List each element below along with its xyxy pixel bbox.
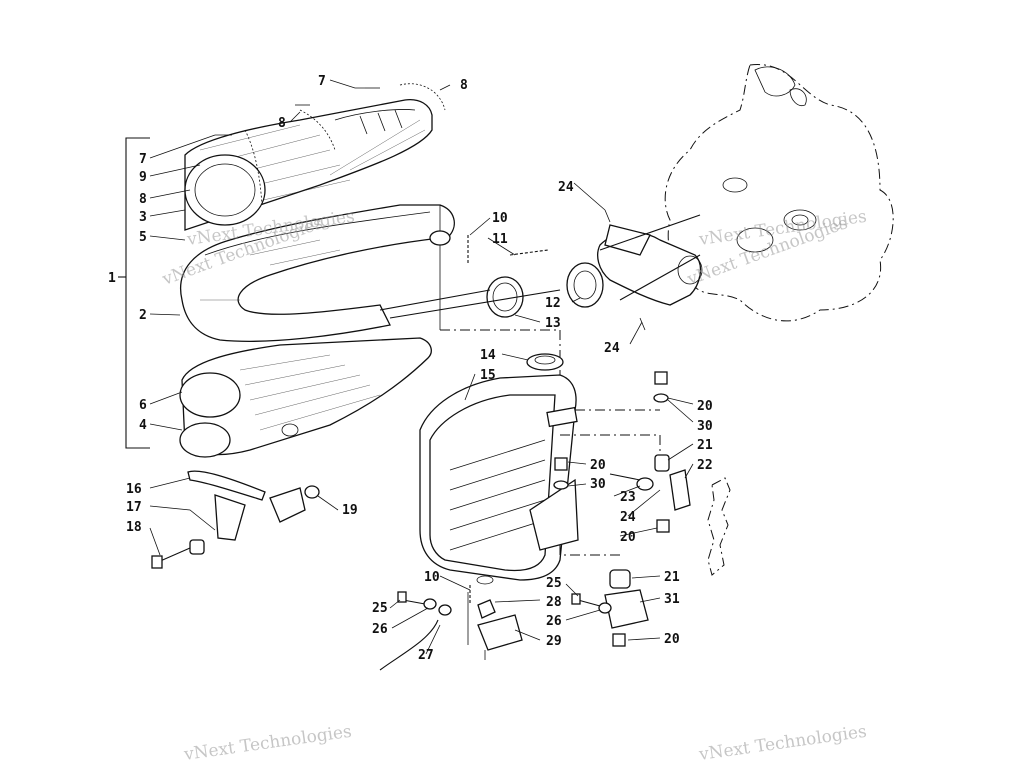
callout-12: 12: [545, 296, 561, 311]
callout-26-right: 26: [546, 614, 562, 629]
grommet: [526, 353, 564, 371]
callout-17: 17: [126, 500, 142, 515]
callout-15: 15: [480, 368, 496, 383]
coupler-parts: [379, 262, 604, 319]
callout-27: 27: [418, 648, 434, 663]
frame-bracket-outline: [707, 477, 731, 576]
callout-8-mid: 8: [278, 116, 286, 131]
springs-upper: [467, 235, 549, 265]
callout-28: 28: [546, 595, 562, 610]
exhaust-manifold: [597, 209, 703, 331]
callout-4: 4: [139, 418, 147, 433]
callout-24-top: 24: [558, 180, 574, 195]
callout-21-b: 21: [664, 570, 680, 585]
callout-26-left: 26: [372, 622, 388, 637]
callout-20-c: 20: [620, 530, 636, 545]
callout-2: 2: [139, 308, 147, 323]
callout-29: 29: [546, 634, 562, 649]
callout-24-mid: 24: [604, 341, 620, 356]
callout-24-low: 24: [620, 510, 636, 525]
silencer-box: [419, 374, 661, 585]
muffler-lower: [179, 337, 432, 458]
callout-1: 1: [108, 271, 116, 286]
callout-23: 23: [620, 490, 636, 505]
callout-31: 31: [664, 592, 680, 607]
exhaust-pipe: [180, 204, 561, 400]
assembly-bracket-1: [118, 137, 150, 449]
callout-8-left: 8: [139, 192, 147, 207]
callout-10-top: 10: [492, 211, 508, 226]
callout-20-d: 20: [664, 632, 680, 647]
callout-5: 5: [139, 230, 147, 245]
callout-30-b: 30: [590, 477, 606, 492]
callout-labels: 1 2 3 4 5 6 7 7 8 8 8 9 10 10 11 12 13 1…: [108, 74, 713, 663]
callout-16: 16: [126, 482, 142, 497]
mount-hardware-right: [553, 371, 691, 647]
callout-11: 11: [492, 232, 508, 247]
expansion-chamber-upper: [184, 83, 446, 231]
callout-25-right: 25: [546, 576, 562, 591]
watermark-5: vNext Technologies: [182, 722, 353, 765]
callout-13: 13: [545, 316, 561, 331]
leader-lines: [149, 79, 694, 655]
callout-19: 19: [342, 503, 358, 518]
watermark-6: vNext Technologies: [697, 722, 868, 765]
callout-20-b: 20: [590, 458, 606, 473]
callout-30-a: 30: [697, 419, 713, 434]
callout-21-a: 21: [697, 438, 713, 453]
callout-22: 22: [697, 458, 713, 473]
callout-25-left: 25: [372, 601, 388, 616]
callout-10-bottom: 10: [424, 570, 440, 585]
engine-outline: [664, 64, 894, 322]
callout-14: 14: [480, 348, 496, 363]
callout-8-top: 8: [460, 78, 468, 93]
callout-6: 6: [139, 398, 147, 413]
callout-3: 3: [139, 210, 147, 225]
callout-18: 18: [126, 520, 142, 535]
callout-7-top: 7: [318, 74, 326, 89]
callout-20-a: 20: [697, 399, 713, 414]
callout-7-left: 7: [139, 152, 147, 167]
bracket-left: [151, 470, 320, 569]
lower-hardware: [379, 585, 612, 671]
callout-9: 9: [139, 170, 147, 185]
